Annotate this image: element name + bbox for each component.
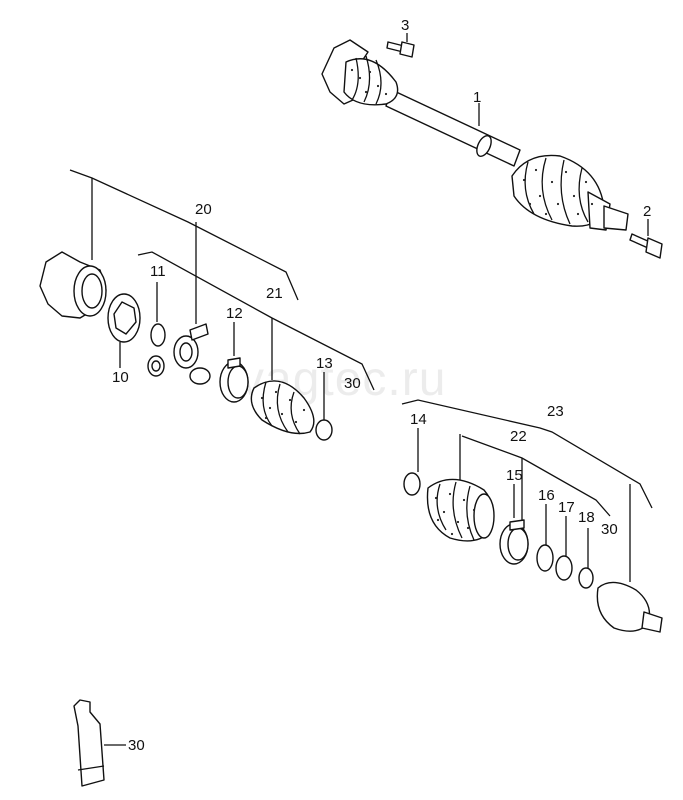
label-20: 20 [195,201,212,218]
label-23: 23 [547,403,564,420]
circlip-icon [578,567,594,589]
label-2: 2 [643,203,651,220]
label-30c: 30 [128,737,145,754]
label-3: 3 [401,17,409,34]
label-12: 12 [226,305,243,322]
label-10: 10 [112,369,129,386]
boot-icon [250,380,315,435]
small-clamp-icon [403,472,421,496]
outer-cv-joint-icon [596,581,663,633]
clamp-icon [219,357,249,403]
bushing-icon [147,355,165,377]
circlip-icon [150,323,166,347]
bolt-icon [629,233,663,259]
label-30a: 30 [344,375,361,392]
label-11: 11 [150,263,166,280]
spacer-ring-icon [536,544,554,572]
shaft-boot-dots [350,68,594,216]
label-1: 1 [473,89,481,106]
bracket-23 [401,399,653,509]
thrust-washer-icon [555,555,573,581]
grease-tube-icon [73,699,105,787]
drive-shaft-icon [321,39,629,231]
label-22: 22 [510,428,527,445]
bracket-20 [69,169,299,301]
label-17: 17 [558,499,575,516]
boot-dots [260,390,306,424]
label-30b: 30 [601,521,618,538]
bracket-21 [137,251,375,391]
bolt-icon [386,41,415,58]
label-14: 14 [410,411,427,428]
bracket-22 [461,435,611,517]
label-13: 13 [316,355,333,372]
cv-joint-housing-icon [39,251,107,319]
tripod-icon [173,323,211,385]
joint-ring-icon [107,293,141,343]
label-21: 21 [266,285,283,302]
small-clamp-icon [315,419,333,441]
boot-icon [426,478,495,542]
boot-dots [434,492,476,536]
clamp-icon [499,519,529,565]
label-18: 18 [578,509,595,526]
label-16: 16 [538,487,555,504]
label-15: 15 [506,467,523,484]
